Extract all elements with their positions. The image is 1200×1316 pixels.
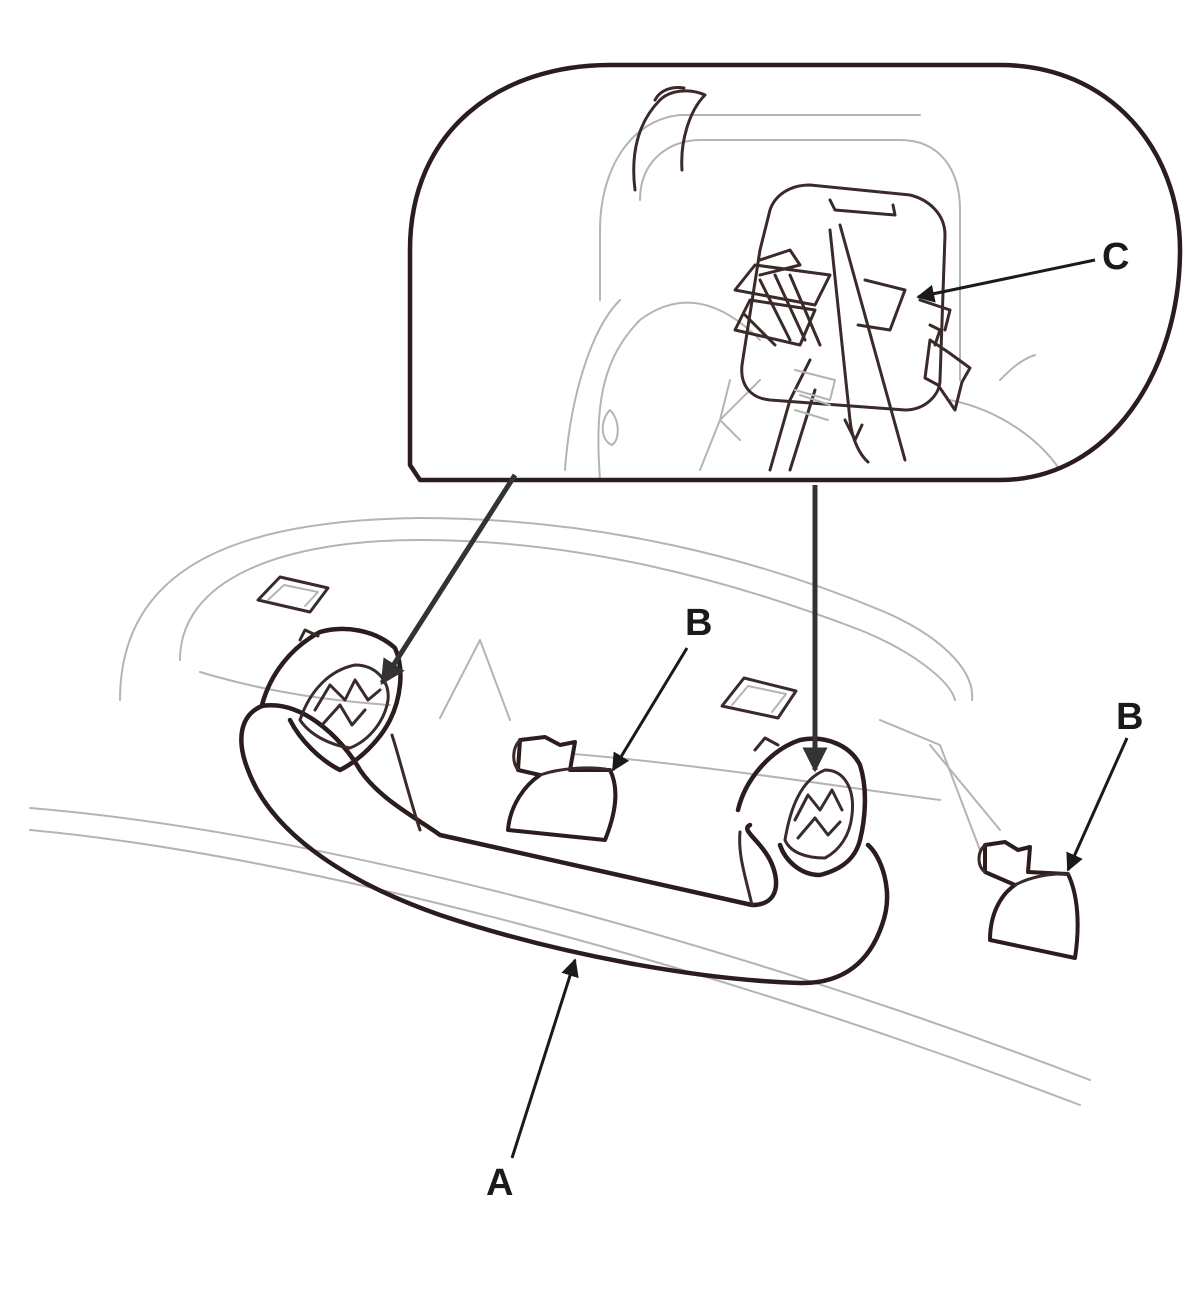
leader-c <box>916 258 1096 303</box>
mounting-hole-left <box>256 575 330 614</box>
roof-lines <box>29 807 1091 1106</box>
cover-cap-right <box>977 840 1080 960</box>
grab-handle <box>239 626 890 986</box>
leader-b-right <box>1066 737 1129 872</box>
zoom-leader-arrows <box>379 473 828 773</box>
callout-label-c: C <box>1102 236 1130 278</box>
callout-label-b-left: B <box>685 602 713 644</box>
leader-a <box>510 958 579 1159</box>
mounting-hole-right <box>720 676 798 720</box>
callout-label-b-right: B <box>1116 696 1144 738</box>
callout-label-a: A <box>486 1162 514 1204</box>
callout-leaders <box>510 258 1129 1159</box>
detail-zoom-view <box>407 62 1183 483</box>
cover-cap-left <box>506 735 618 842</box>
leader-b-left <box>611 647 689 772</box>
zoom-arrow-left <box>379 473 518 686</box>
headliner-outline <box>119 517 1001 851</box>
